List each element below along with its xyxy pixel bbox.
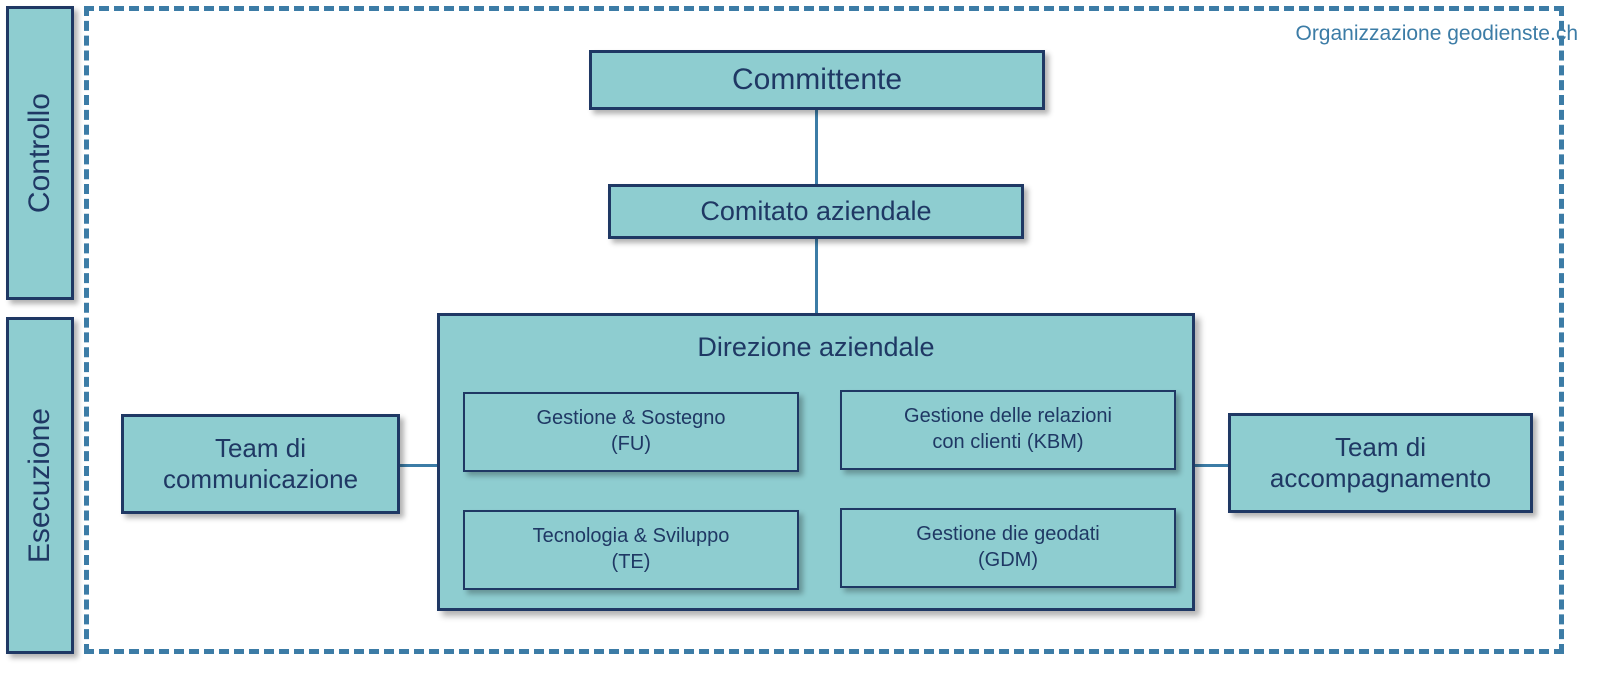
node-gestione-geodati-gdm[interactable]: Gestione die geodati (GDM)	[840, 508, 1176, 588]
node-gestione-relazioni-clienti-kbm-code: con clienti (KBM)	[932, 431, 1084, 453]
sidebar-band-controllo-label: Controllo	[23, 92, 56, 214]
node-tecnologia-sviluppo-te-name: Tecnologia & Sviluppo	[532, 525, 730, 548]
sidebar-band-controllo: Controllo	[6, 6, 74, 300]
node-gestione-sostegno-fu-name: Gestione & Sostegno	[536, 407, 726, 430]
node-tecnologia-sviluppo-te[interactable]: Tecnologia & Sviluppo (TE)	[463, 510, 799, 590]
node-team-communicazione-line2: communicazione	[162, 464, 359, 494]
node-gestione-geodati-gdm-code: (GDM)	[978, 549, 1038, 571]
node-gestione-sostegno-fu-code: (FU)	[611, 433, 651, 455]
node-committente-label: Committente	[731, 63, 903, 97]
connector-comitato-direzione	[815, 239, 818, 315]
node-comitato-aziendale-label: Comitato aziendale	[700, 195, 932, 226]
connector-committente-comitato	[815, 110, 818, 186]
node-gestione-relazioni-clienti-kbm-name: Gestione delle relazioni	[904, 405, 1112, 428]
node-direzione-aziendale[interactable]: Direzione aziendale Gestione & Sostegno …	[437, 313, 1195, 611]
node-tecnologia-sviluppo-te-code: (TE)	[611, 551, 651, 573]
node-team-communicazione[interactable]: Team di communicazione	[121, 414, 400, 514]
connector-team-comunicazione-direzione	[400, 464, 440, 467]
node-team-communicazione-line1: Team di	[214, 433, 307, 464]
diagram-caption: Organizzazione geodienste.ch	[1295, 22, 1578, 45]
node-gestione-relazioni-clienti-kbm[interactable]: Gestione delle relazioni con clienti (KB…	[840, 390, 1176, 470]
organization-boundary-frame	[84, 6, 1564, 654]
sidebar-band-esecuzione-label: Esecuzione	[23, 407, 56, 564]
node-committente[interactable]: Committente	[589, 50, 1045, 110]
node-direzione-aziendale-title: Direzione aziendale	[697, 332, 935, 362]
node-gestione-sostegno-fu[interactable]: Gestione & Sostegno (FU)	[463, 392, 799, 472]
connector-direzione-team-accompagnamento	[1194, 464, 1230, 467]
node-team-accompagnamento-line1: Team di	[1334, 432, 1427, 463]
node-team-accompagnamento[interactable]: Team di accompagnamento	[1228, 413, 1533, 513]
node-gestione-geodati-gdm-name: Gestione die geodati	[916, 523, 1100, 546]
sidebar-band-esecuzione: Esecuzione	[6, 317, 74, 654]
node-comitato-aziendale[interactable]: Comitato aziendale	[608, 184, 1024, 239]
node-team-accompagnamento-line2: accompagnamento	[1269, 463, 1492, 493]
